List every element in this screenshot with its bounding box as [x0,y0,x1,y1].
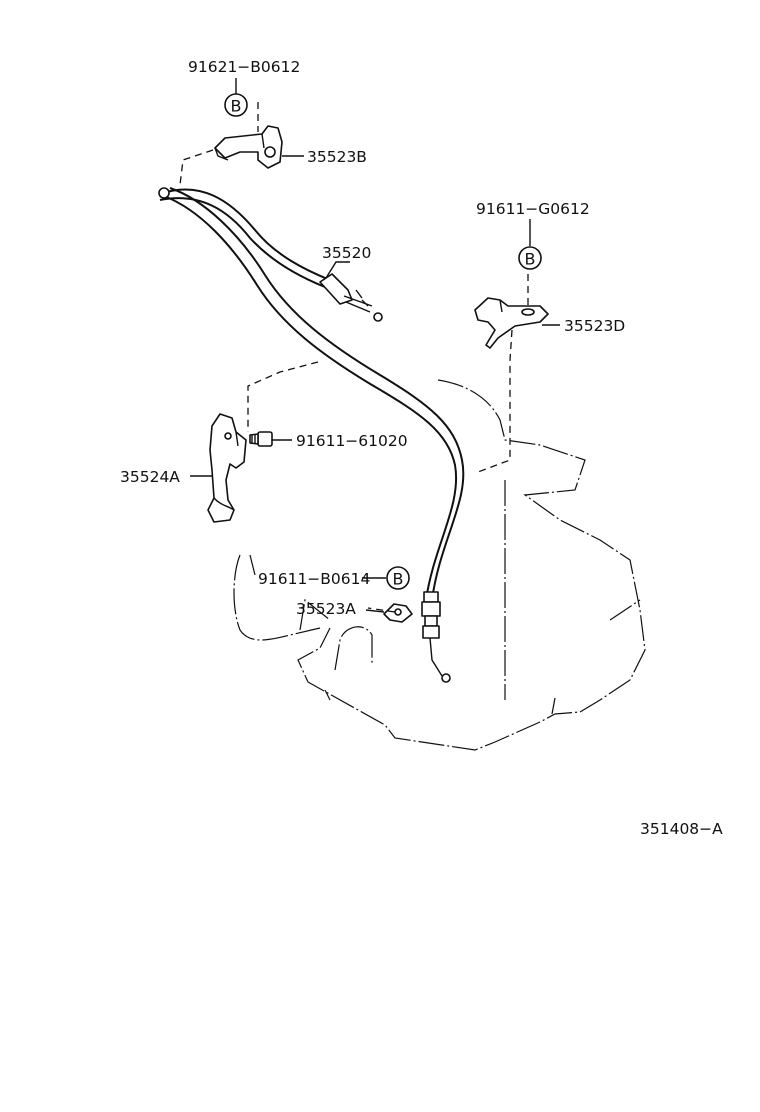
ref-circle-b-top: B [224,93,248,117]
diagram-code: 351408−A [640,820,723,838]
label-91621-b0612: 91621−B0612 [188,58,300,76]
bracket-35523b [214,125,283,169]
shift-cable [158,187,465,683]
label-35523b: 35523B [307,148,367,166]
ref-circle-b-bottom: B [386,566,410,590]
label-35520: 35520 [322,244,371,262]
label-35523d: 35523D [564,317,625,335]
svg-text:B: B [525,250,536,269]
bracket-35523d [474,297,549,349]
label-91611-61020: 91611−61020 [296,432,408,450]
svg-text:B: B [393,570,404,589]
label-35523a: 35523A [296,600,356,618]
label-91611-g0612: 91611−G0612 [476,200,590,218]
label-35524a: 35524A [120,468,180,486]
bolt-91611-61020 [249,431,273,447]
svg-text:B: B [231,97,242,116]
lever-35524a [207,413,247,523]
label-91611-b0614: 91611−B0614 [258,570,370,588]
leader-lines [190,78,560,613]
transmission-housing-outline [233,379,646,751]
assembly-dashed-lines [179,102,529,613]
ref-circle-b-right: B [518,246,542,270]
bracket-35523a [383,603,413,623]
